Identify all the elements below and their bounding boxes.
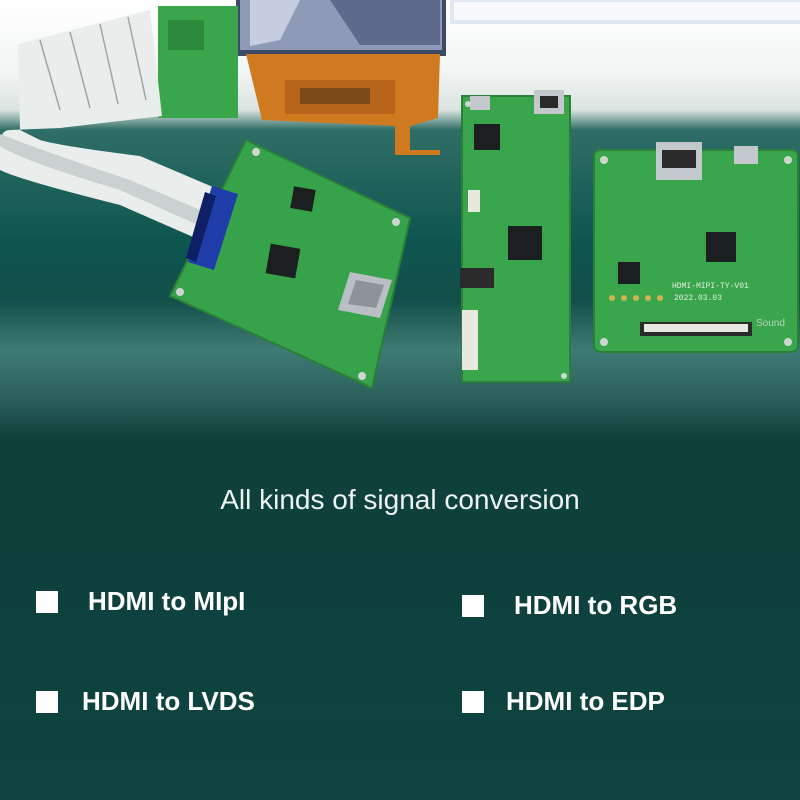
checkbox-icon bbox=[36, 590, 58, 613]
checkbox-icon bbox=[462, 690, 484, 713]
board-silkscreen-date: 2022.03.03 bbox=[674, 294, 722, 303]
feature-hdmi-to-lvds: HDMI to LVDS bbox=[36, 686, 255, 717]
ribbon-cable bbox=[0, 10, 220, 240]
lcd-display bbox=[236, 0, 446, 155]
checkbox-icon bbox=[36, 690, 58, 713]
pcb-board-left bbox=[168, 138, 412, 390]
board-silkscreen-label: HDMI-MIPI-TY-V01 bbox=[672, 282, 749, 291]
feature-hdmi-to-rgb: HDMI to RGB bbox=[462, 590, 677, 621]
feature-label: HDMI to MIpI bbox=[88, 586, 246, 616]
checkbox-icon bbox=[462, 594, 484, 617]
feature-label: HDMI to EDP bbox=[506, 686, 665, 716]
feature-label: HDMI to RGB bbox=[514, 590, 678, 620]
feature-hdmi-to-mipi: HDMI to MIpI bbox=[36, 586, 245, 617]
pcb-board-middle bbox=[460, 90, 571, 383]
board-corner-text: Sound bbox=[756, 318, 785, 329]
pcb-product-photo: HDMI-MIPI-TY-V01 2022.03.03 Sound bbox=[0, 0, 800, 390]
pcb-board-right: HDMI-MIPI-TY-V01 2022.03.03 Sound bbox=[593, 142, 799, 353]
feature-label: HDMI to LVDS bbox=[82, 686, 255, 716]
section-caption: All kinds of signal conversion bbox=[220, 484, 580, 515]
feature-hdmi-to-edp: HDMI to EDP bbox=[462, 686, 665, 717]
